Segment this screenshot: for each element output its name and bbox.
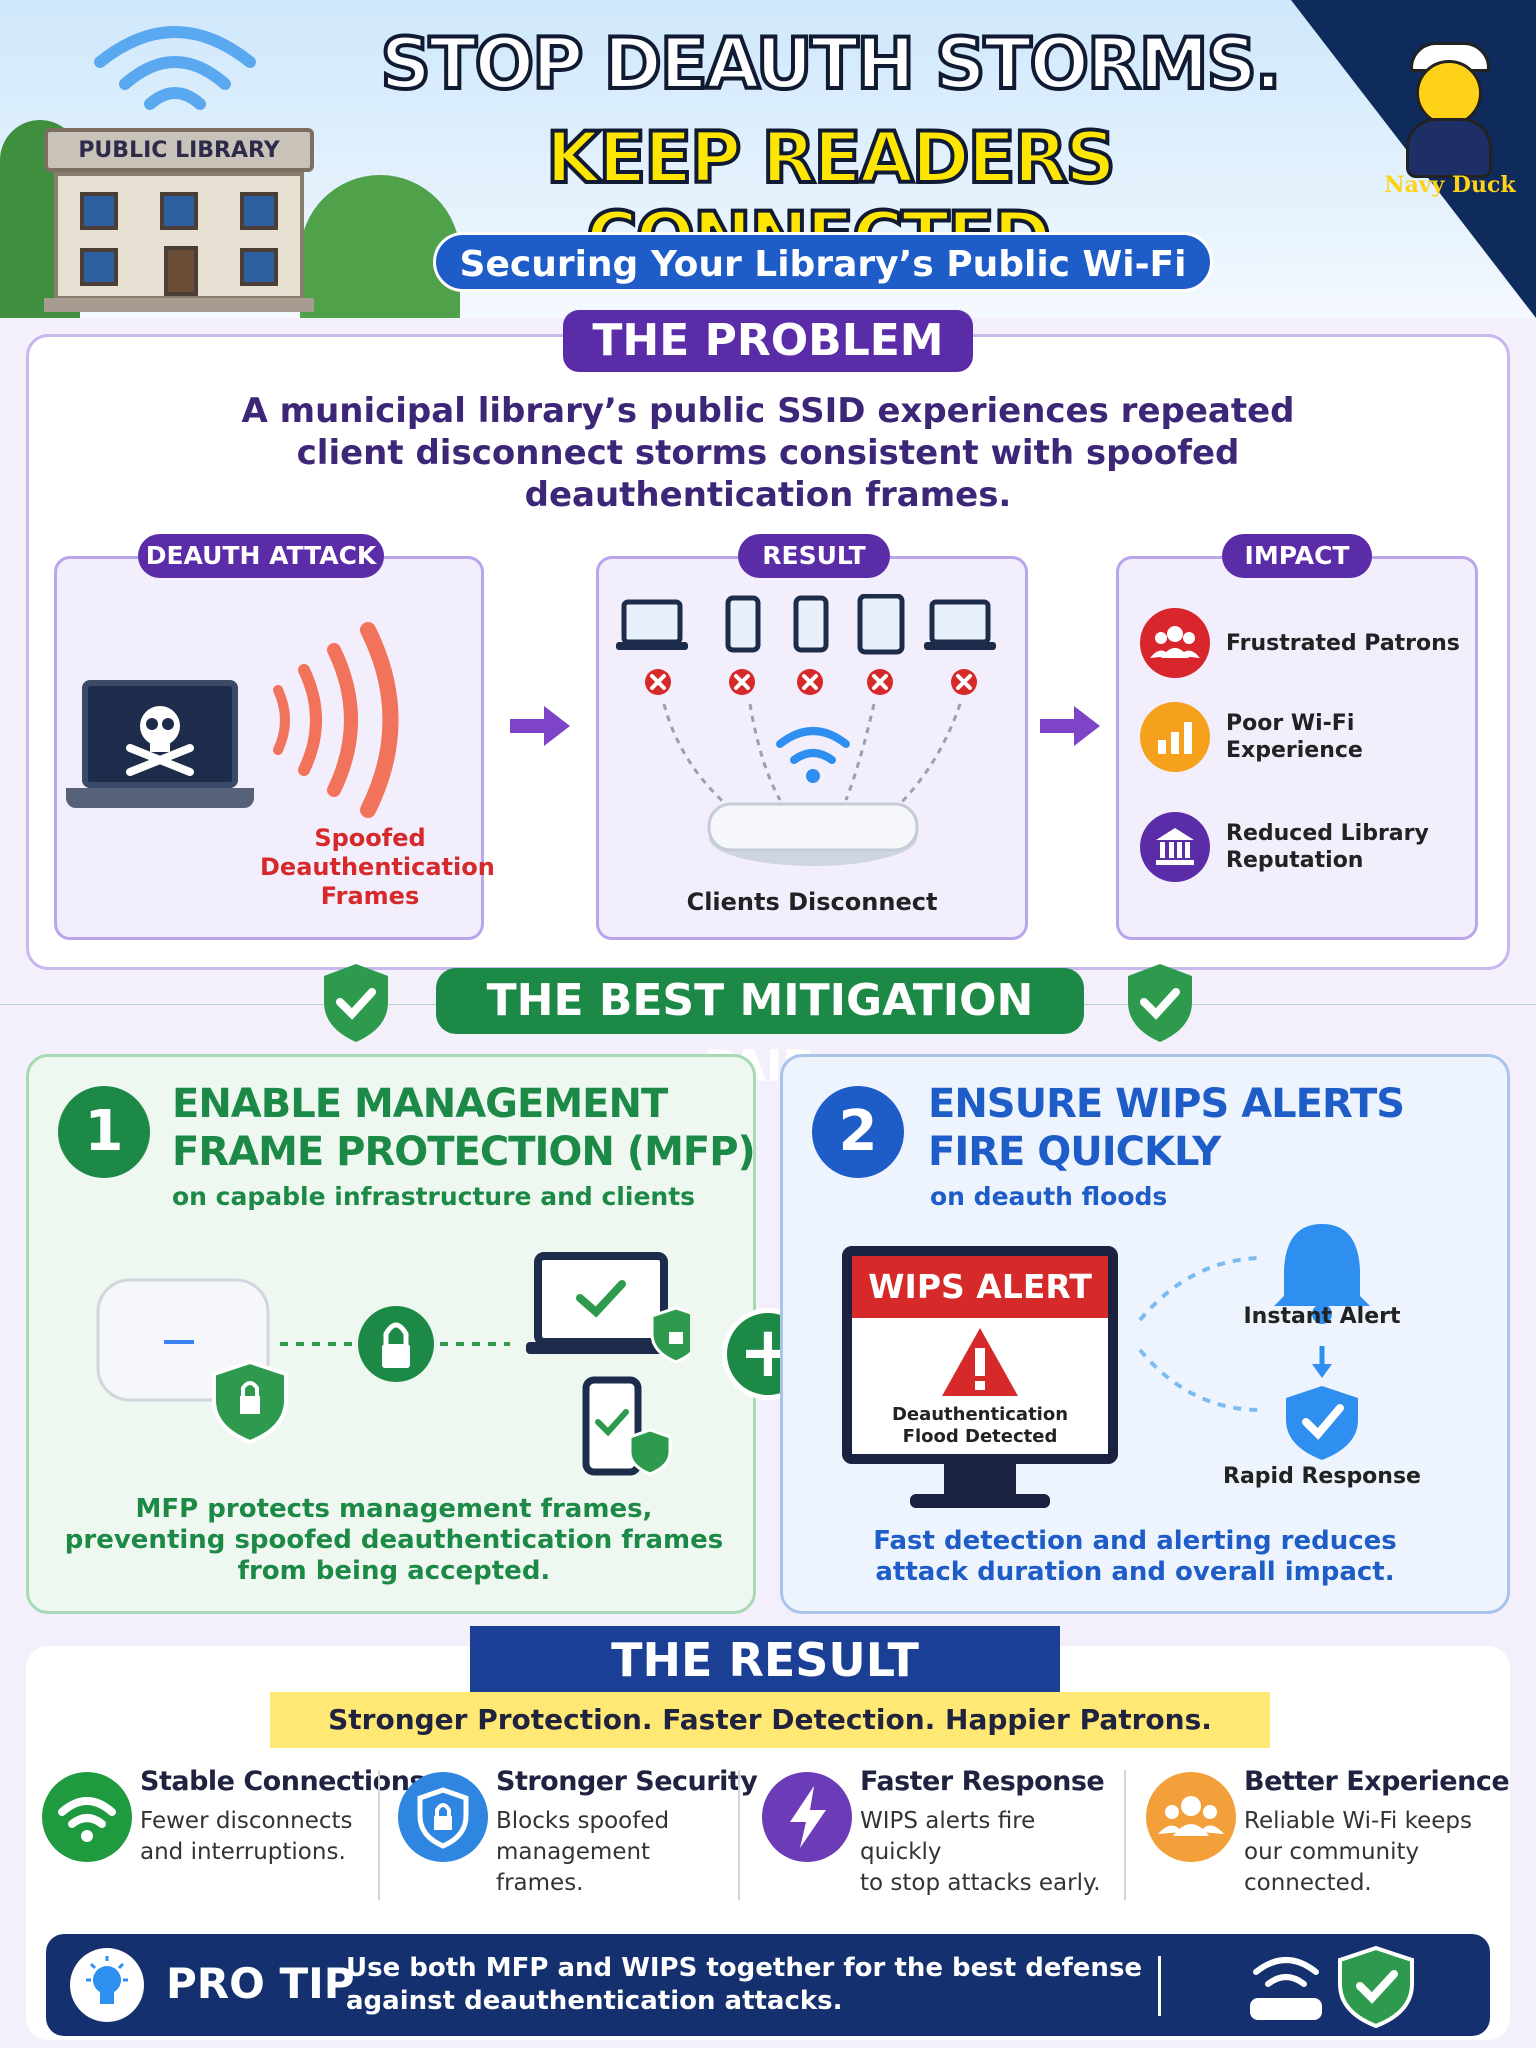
wips-alert-monitor: WIPS ALERT Deauthentication Flood Detect… [842,1246,1118,1464]
pro-tip-banner: PRO TIP Use both MFP and WIPS together f… [46,1934,1490,2036]
mfp-title: ENABLE MANAGEMENT FRAME PROTECTION (MFP) [172,1081,756,1175]
impact-item-frustrated-patrons: Frustrated Patrons [1140,608,1480,678]
arrow-right-icon [510,706,570,746]
community-icon [1146,1772,1236,1862]
skull-icon [126,706,194,776]
laptop-icon [616,599,688,650]
library-sign: PUBLIC LIBRARY [44,128,314,172]
deauth-waves-icon [273,622,399,818]
library-icon [1140,812,1210,882]
deauth-attack-label: DEAUTH ATTACK [138,534,384,578]
lightbulb-icon [70,1948,144,2022]
signal-bars-icon [1140,702,1210,772]
spoofed-frames-caption: Spoofed Deauthentication Frames [260,824,495,910]
phone-icon [725,595,761,653]
window [80,248,118,286]
arrow-right-icon [1040,706,1100,746]
laptop-icon [924,599,996,650]
window [80,192,118,230]
wifi-icon [94,26,256,110]
problem-description: A municipal library’s public SSID experi… [241,391,1295,515]
tablet-icon [857,594,905,655]
wifi-icon [776,727,850,764]
duck-icon [1416,60,1482,126]
wifi-icon [1253,1957,1319,1987]
result-label: RESULT [738,534,890,578]
router-shield-icon [1250,1945,1414,2029]
result-ribbon: Stronger Protection. Faster Detection. H… [270,1692,1270,1748]
hacker-laptop-icon [82,680,238,788]
tree-decoration [300,175,460,318]
bell-icon [1274,1224,1370,1324]
step-number-1: 1 [58,1086,150,1178]
phone-icon [582,1376,642,1476]
mitigation-heading: THE BEST MITIGATION PAIR [436,968,1084,1092]
pro-tip-label: PRO TIP [166,1959,355,2008]
shield-check-icon [1286,1386,1358,1460]
people-icon [1140,608,1210,678]
shield-lock-icon [212,1359,288,1445]
step-number-2: 2 [812,1086,904,1178]
pro-tip-text: Use both MFP and WIPS together for the b… [346,1953,1143,2016]
mfp-subtitle: on capable infrastructure and clients [172,1182,696,1211]
shield-check-icon [1338,1945,1414,2029]
header-banner: PUBLIC LIBRARY STOP DEAUTH STORMS. KEEP … [0,0,1536,318]
window [160,192,198,230]
impact-label: IMPACT [1222,534,1372,578]
door [164,246,198,296]
wips-subtitle: on deauth floods [930,1182,1168,1211]
problem-heading: THE PROBLEM [563,310,973,372]
laptop-icon [526,1252,676,1354]
warning-icon [942,1328,1018,1396]
result-heading: THE RESULT [470,1626,1060,1694]
wifi-icon [42,1772,132,1862]
lightning-icon [762,1772,852,1862]
shield-lock-icon [398,1772,488,1862]
rapid-response-label: Rapid Response [1223,1464,1421,1489]
access-point-icon [707,802,919,866]
wips-alert-header: WIPS ALERT [852,1256,1108,1318]
shield-check-icon [628,1428,672,1476]
mfp-diagram [96,1252,690,1476]
clients-disconnect-caption: Clients Disconnect [686,888,938,916]
logo-text: Navy Duck [1384,172,1516,198]
lock-icon [358,1306,434,1382]
benefit-faster-response: Faster Response WIPS alerts fire quickly… [762,1766,1122,1916]
phone-icon [793,595,829,653]
impact-item-poor-wifi: Poor Wi-Fi Experience [1140,702,1480,772]
page-subtitle: Securing Your Library’s Public Wi-Fi [433,232,1213,292]
library-building: PUBLIC LIBRARY [44,128,314,312]
wips-title: ENSURE WIPS ALERTS FIRE QUICKLY [928,1081,1405,1175]
shield-check-icon [1128,964,1192,1042]
mfp-description: MFP protects management frames, preventi… [64,1494,724,1586]
window [240,192,278,230]
alert-flow-diagram [1138,1224,1370,1460]
window [240,248,278,286]
shield-check-icon [324,964,388,1042]
page-title-line1: STOP DEAUTH STORMS. [378,22,1283,106]
shield-lock-icon [650,1306,690,1364]
instant-alert-label: Instant Alert [1243,1304,1401,1329]
navy-duck-logo: Navy Duck [1380,22,1520,202]
wips-description: Fast detection and alerting reduces atta… [873,1526,1397,1587]
clients-disconnect-diagram [616,594,996,866]
